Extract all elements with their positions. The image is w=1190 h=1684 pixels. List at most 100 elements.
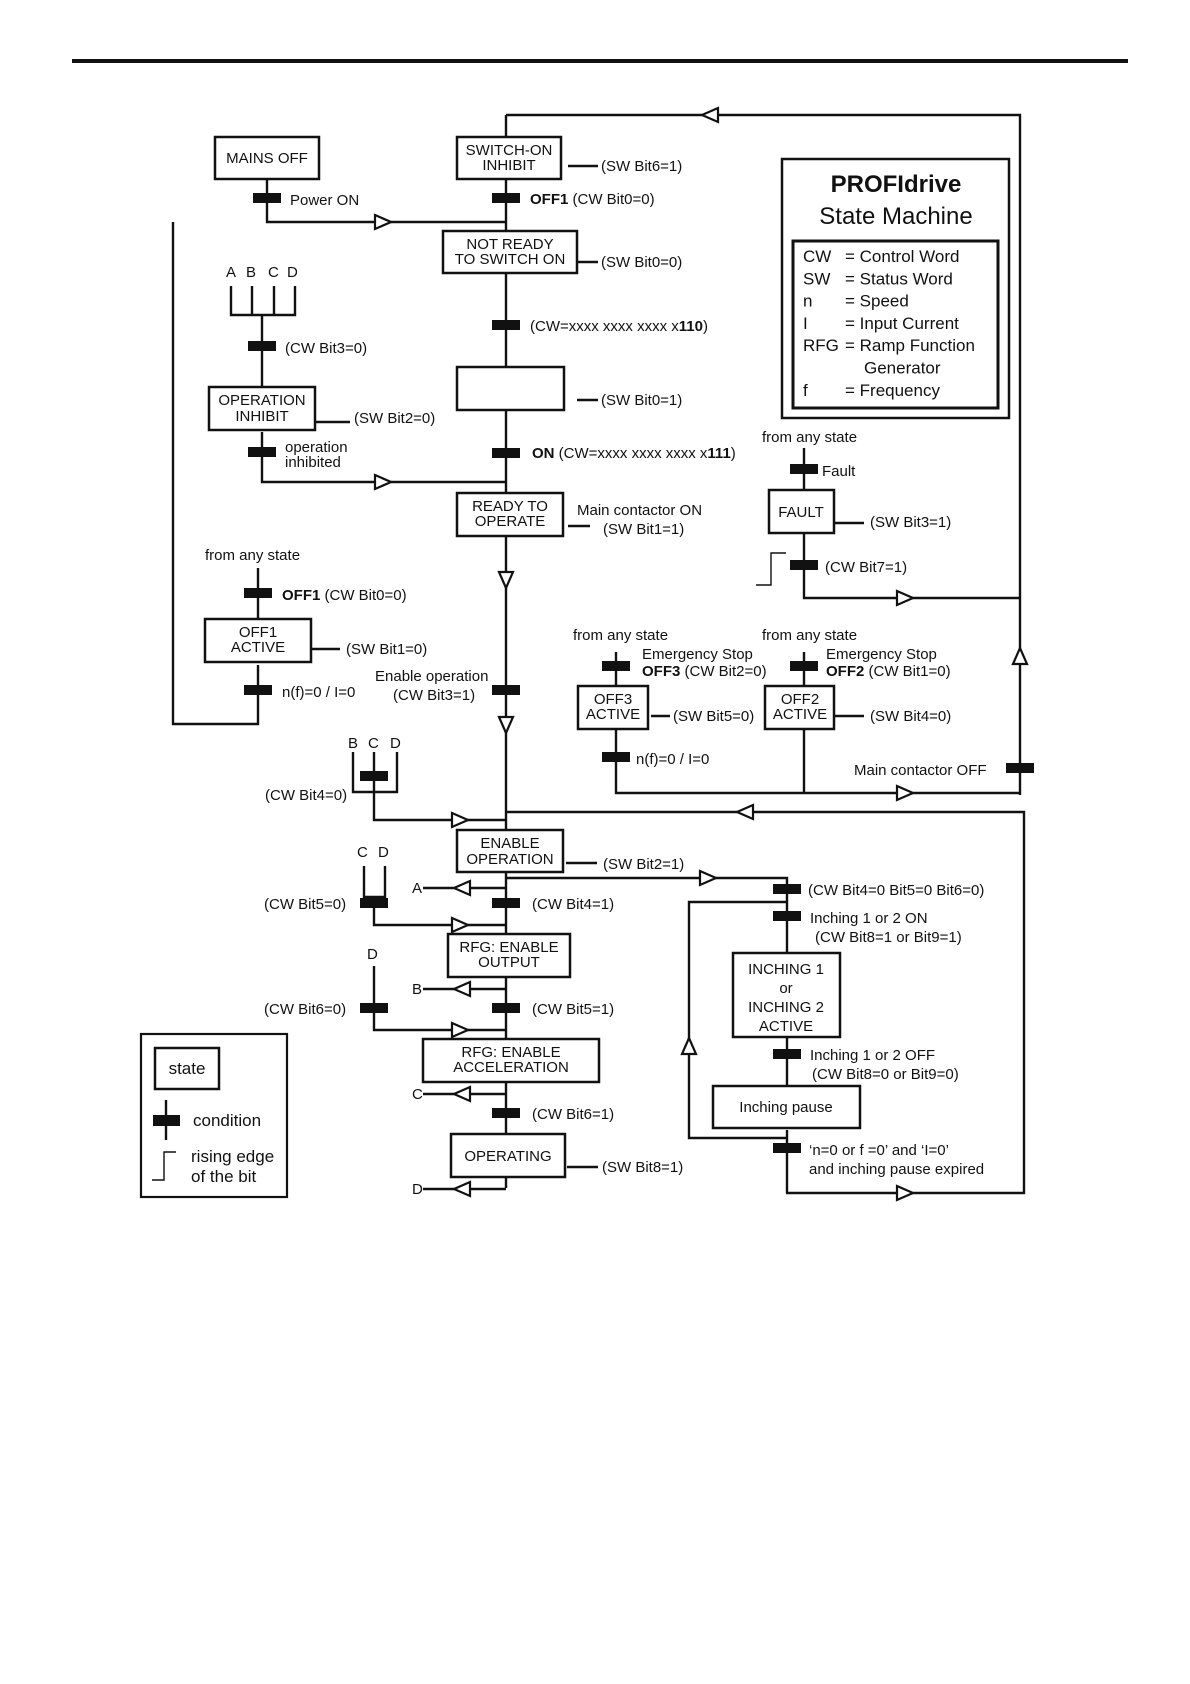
condition-bar	[360, 771, 388, 781]
condition-bar	[602, 661, 630, 671]
on-condition-label: ON (CW=xxxx xxxx xxxx x111)	[532, 445, 736, 462]
status-word-label: (SW Bit2=0)	[354, 410, 435, 427]
state-off3-active: OFF3 ACTIVE	[576, 684, 650, 731]
state-off2-active: OFF2 ACTIVE	[763, 684, 836, 731]
condition-label: (CW Bit4=0)	[265, 787, 347, 804]
abbreviation-term: f	[803, 381, 808, 400]
exit-c-label: C	[412, 1086, 423, 1103]
legend-rising-edge-icon	[152, 1151, 176, 1181]
junction-label: C	[268, 264, 279, 281]
inching-off-label: Inching 1 or 2 OFF	[810, 1047, 935, 1064]
state-label: OUTPUT	[478, 954, 540, 971]
arrow-left-icon	[699, 106, 720, 124]
state-label: INHIBIT	[235, 408, 288, 425]
condition-label: n(f)=0 / I=0	[282, 684, 355, 701]
state-rfg-enable-output: RFG: ENABLE OUTPUT	[446, 932, 572, 979]
state-label: Inching pause	[739, 1099, 832, 1116]
exit-a-label: A	[412, 880, 422, 897]
junction-label: D	[287, 264, 298, 281]
junction-label: C	[368, 735, 379, 752]
status-word-label: (SW Bit0=1)	[601, 392, 682, 409]
condition-label: (CW Bit6=0)	[264, 1001, 346, 1018]
condition-label: inhibited	[285, 454, 341, 471]
arrow-left-icon	[451, 1180, 472, 1198]
junction-label: D	[390, 735, 401, 752]
condition-bar	[492, 898, 520, 908]
legend: state condition rising edge of the bit	[139, 1032, 289, 1199]
condition-label: (CW Bit6=1)	[532, 1106, 614, 1123]
legend-state-label: state	[169, 1059, 206, 1078]
emergency-stop-label: Emergency Stop	[642, 646, 753, 663]
abbreviation-term: CW	[803, 247, 831, 266]
connector-lines	[171, 113, 1026, 1195]
cw-110-label: (CW=xxxx xxxx xxxx x110)	[530, 318, 708, 335]
state-label: OPERATING	[464, 1148, 551, 1165]
state-label: or	[779, 980, 792, 997]
state-label: ACTIVE	[586, 706, 640, 723]
status-word-label: (SW Bit0=0)	[601, 254, 682, 271]
state-label: ENABLE	[480, 835, 539, 852]
condition-bar	[492, 193, 520, 203]
condition-bar	[360, 898, 388, 908]
arrow-left-icon	[451, 1085, 472, 1103]
inching-return	[687, 900, 787, 1140]
condition-bar	[773, 1049, 801, 1059]
abbreviation-term: SW	[803, 269, 830, 288]
condition-label: (CW Bit5=0)	[264, 896, 346, 913]
exit-d-label: D	[412, 1181, 423, 1198]
arrow-right-icon	[895, 1184, 916, 1202]
legend-condition-label: condition	[193, 1111, 261, 1130]
state-label: OFF1	[239, 624, 277, 641]
off2-condition-label: OFF2 (CW Bit1=0)	[826, 663, 951, 680]
status-word-label: (SW Bit3=1)	[870, 514, 951, 531]
status-word-label: (SW Bit1=1)	[603, 521, 684, 538]
legend-condition-bar	[153, 1115, 180, 1126]
legend-rising-edge-label: rising edge	[191, 1147, 274, 1166]
abbreviation-meaning: = Ramp Function	[845, 336, 975, 355]
state-switch-on-inhibit: SWITCH-ON INHIBIT	[455, 135, 563, 181]
state-label: OFF3	[594, 691, 632, 708]
off3-condition-label: OFF3 (CW Bit2=0)	[642, 663, 767, 680]
condition-bars	[244, 193, 1034, 1153]
abbreviation-meaning: = Frequency	[845, 381, 940, 400]
inching-feed	[506, 876, 789, 958]
state-label: SWITCH-ON	[466, 142, 553, 159]
condition-label: operation	[285, 439, 348, 456]
diagram-subtitle: State Machine	[819, 203, 972, 230]
condition-bar	[773, 1143, 801, 1153]
condition-bar	[253, 193, 281, 203]
junction-label: A	[226, 264, 236, 281]
inching-on-label: Inching 1 or 2 ON	[810, 910, 928, 927]
state-label: MAINS OFF	[226, 150, 308, 167]
state-rfg-enable-acceleration: RFG: ENABLE ACCELERATION	[421, 1037, 601, 1084]
condition-bar	[773, 911, 801, 921]
from-any-state-label: from any state	[205, 547, 300, 564]
state-label: NOT READY	[466, 236, 553, 253]
legend-rising-edge-label: of the bit	[191, 1167, 256, 1186]
arrow-right-icon	[373, 213, 394, 231]
junction-label: D	[367, 946, 378, 963]
arrow-right-icon	[450, 916, 471, 934]
condition-label: (CW Bit5=1)	[532, 1001, 614, 1018]
condition-bar	[1006, 763, 1034, 773]
rising-edge-icon	[756, 552, 786, 586]
condition-bar	[360, 1003, 388, 1013]
condition-label: (CW Bit4=1)	[532, 896, 614, 913]
arrow-left-icon	[734, 803, 755, 821]
state-inching-active: INCHING 1 or INCHING 2 ACTIVE	[731, 951, 842, 1039]
junction-label: B	[348, 735, 358, 752]
state-off1-active: OFF1 ACTIVE	[203, 617, 313, 664]
state-label: RFG: ENABLE	[459, 939, 558, 956]
abbreviation-term: RFG	[803, 336, 839, 355]
abbreviation-meaning: = Speed	[845, 292, 909, 311]
condition-bar	[244, 588, 272, 598]
off1-condition-label: OFF1 (CW Bit0=0)	[530, 191, 655, 208]
fault-condition-label: Fault	[822, 463, 856, 480]
arrow-down-icon	[497, 570, 515, 591]
state-label: ACCELERATION	[453, 1059, 569, 1076]
state-fault: FAULT	[767, 488, 836, 535]
status-stubs	[302, 164, 864, 1169]
condition-labels: (SW Bit6=1) Power ON OFF1 (CW Bit0=0) (S…	[205, 158, 987, 1198]
status-word-label: (SW Bit5=0)	[673, 708, 754, 725]
